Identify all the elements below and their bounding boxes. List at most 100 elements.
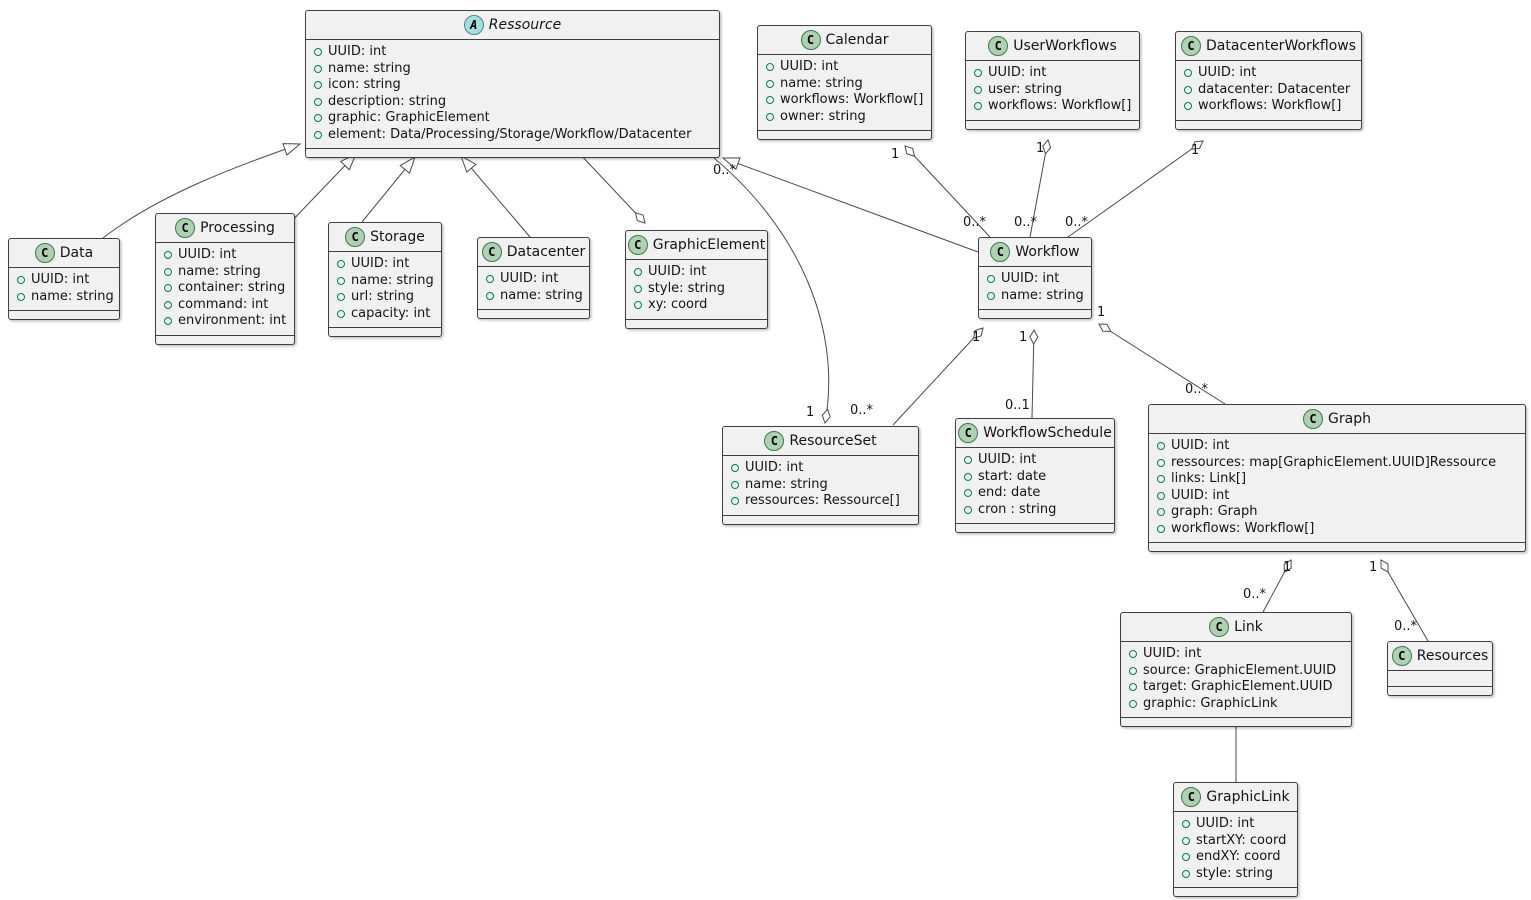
attribute-text: UUID: int [988, 65, 1047, 80]
class-attribute: cron : string [964, 502, 1106, 519]
field-visibility-icon [1129, 650, 1137, 659]
edge-userworkflows-workflow [1029, 139, 1052, 238]
field-visibility-icon [987, 275, 995, 284]
attribute-text: graphic: GraphicLink [1143, 695, 1278, 711]
class-attribute: UUID: int [987, 271, 1083, 288]
class-attribute: workflows: Workflow[] [766, 92, 923, 109]
class-attribute: end: date [964, 485, 1106, 502]
field-visibility-icon [974, 85, 982, 94]
class-attribute: endXY: coord [1182, 849, 1289, 866]
class-attribute: workflows: Workflow[] [1184, 98, 1353, 115]
attribute-text: links: Link[] [1171, 471, 1247, 486]
attribute-text: icon: string [328, 77, 401, 92]
attribute-text: graphic: GraphicElement [328, 110, 490, 125]
multiplicity-label: 1 [1097, 305, 1105, 320]
attribute-text: name: string [351, 272, 434, 288]
class-attribute: xy: coord [634, 297, 759, 314]
attribute-text: element: Data/Processing/Storage/Workflo… [328, 126, 692, 142]
abstract-class-icon: A [463, 15, 484, 35]
multiplicity-label: 1 [806, 405, 814, 420]
class-attribute: UUID: int [337, 256, 433, 273]
multiplicity-label: 0..* [1185, 382, 1209, 397]
multiplicity-label: 1 [972, 330, 980, 345]
class-attribute: UUID: int [964, 452, 1106, 469]
class-attribute: workflows: Workflow[] [1157, 521, 1517, 538]
multiplicity-label: 0..* [963, 215, 987, 230]
class-name: GraphicLink [1206, 789, 1290, 805]
field-visibility-icon [1184, 69, 1192, 78]
multiplicity-label: 0..* [713, 163, 737, 178]
class-methods-compartment [956, 523, 1114, 532]
field-visibility-icon [486, 291, 494, 300]
class-attribute: name: string [337, 272, 434, 290]
field-visibility-icon [314, 48, 322, 57]
attribute-text: datacenter: Datacenter [1198, 81, 1351, 97]
class-attribute: UUID: int [1157, 438, 1517, 455]
class-attribute: name: string [731, 477, 910, 494]
class-attribute: UUID: int [731, 460, 910, 477]
attribute-text: UUID: int [1001, 271, 1060, 286]
edge-datacenterworkflows-workflow [1067, 140, 1204, 238]
class-attribute: container: string [164, 280, 286, 297]
class-attribute: name: string [486, 288, 583, 305]
field-visibility-icon [337, 276, 345, 285]
class-icon: C [1391, 646, 1412, 666]
field-visibility-icon [634, 301, 642, 310]
class-icon: C [481, 242, 502, 262]
attribute-text: cron : string [978, 501, 1057, 517]
edge-graph-link [1262, 559, 1292, 613]
class-attribute: UUID: int [1157, 488, 1517, 505]
class-name: Graph [1328, 411, 1371, 427]
attribute-text: command: int [178, 296, 269, 312]
attribute-text: name: string [780, 75, 863, 91]
class-attribute: UUID: int [17, 272, 111, 289]
class-attribute: startXY: coord [1182, 833, 1289, 850]
field-visibility-icon [1129, 683, 1137, 692]
attribute-text: description: string [328, 93, 447, 109]
multiplicity-label: 1 [1036, 141, 1044, 156]
class-icon: C [175, 218, 196, 238]
class-attribute: UUID: int [314, 44, 711, 61]
class-name: Ressource [488, 17, 562, 33]
attribute-text: end: date [978, 485, 1041, 500]
class-attribute: element: Data/Processing/Storage/Workflo… [314, 127, 711, 144]
field-visibility-icon [314, 114, 322, 123]
field-visibility-icon [634, 268, 642, 277]
edge-processing-extends-ressource [287, 154, 356, 226]
class-methods-compartment [1149, 542, 1525, 551]
edge-workflow-workflowschedule [1029, 328, 1039, 419]
field-visibility-icon [314, 64, 322, 73]
class-methods-compartment [9, 310, 119, 319]
class-icon: C [990, 242, 1011, 262]
attribute-text: target: GraphicElement.UUID [1143, 679, 1333, 694]
attribute-text: startXY: coord [1196, 832, 1287, 848]
attribute-text: start: date [978, 468, 1047, 484]
